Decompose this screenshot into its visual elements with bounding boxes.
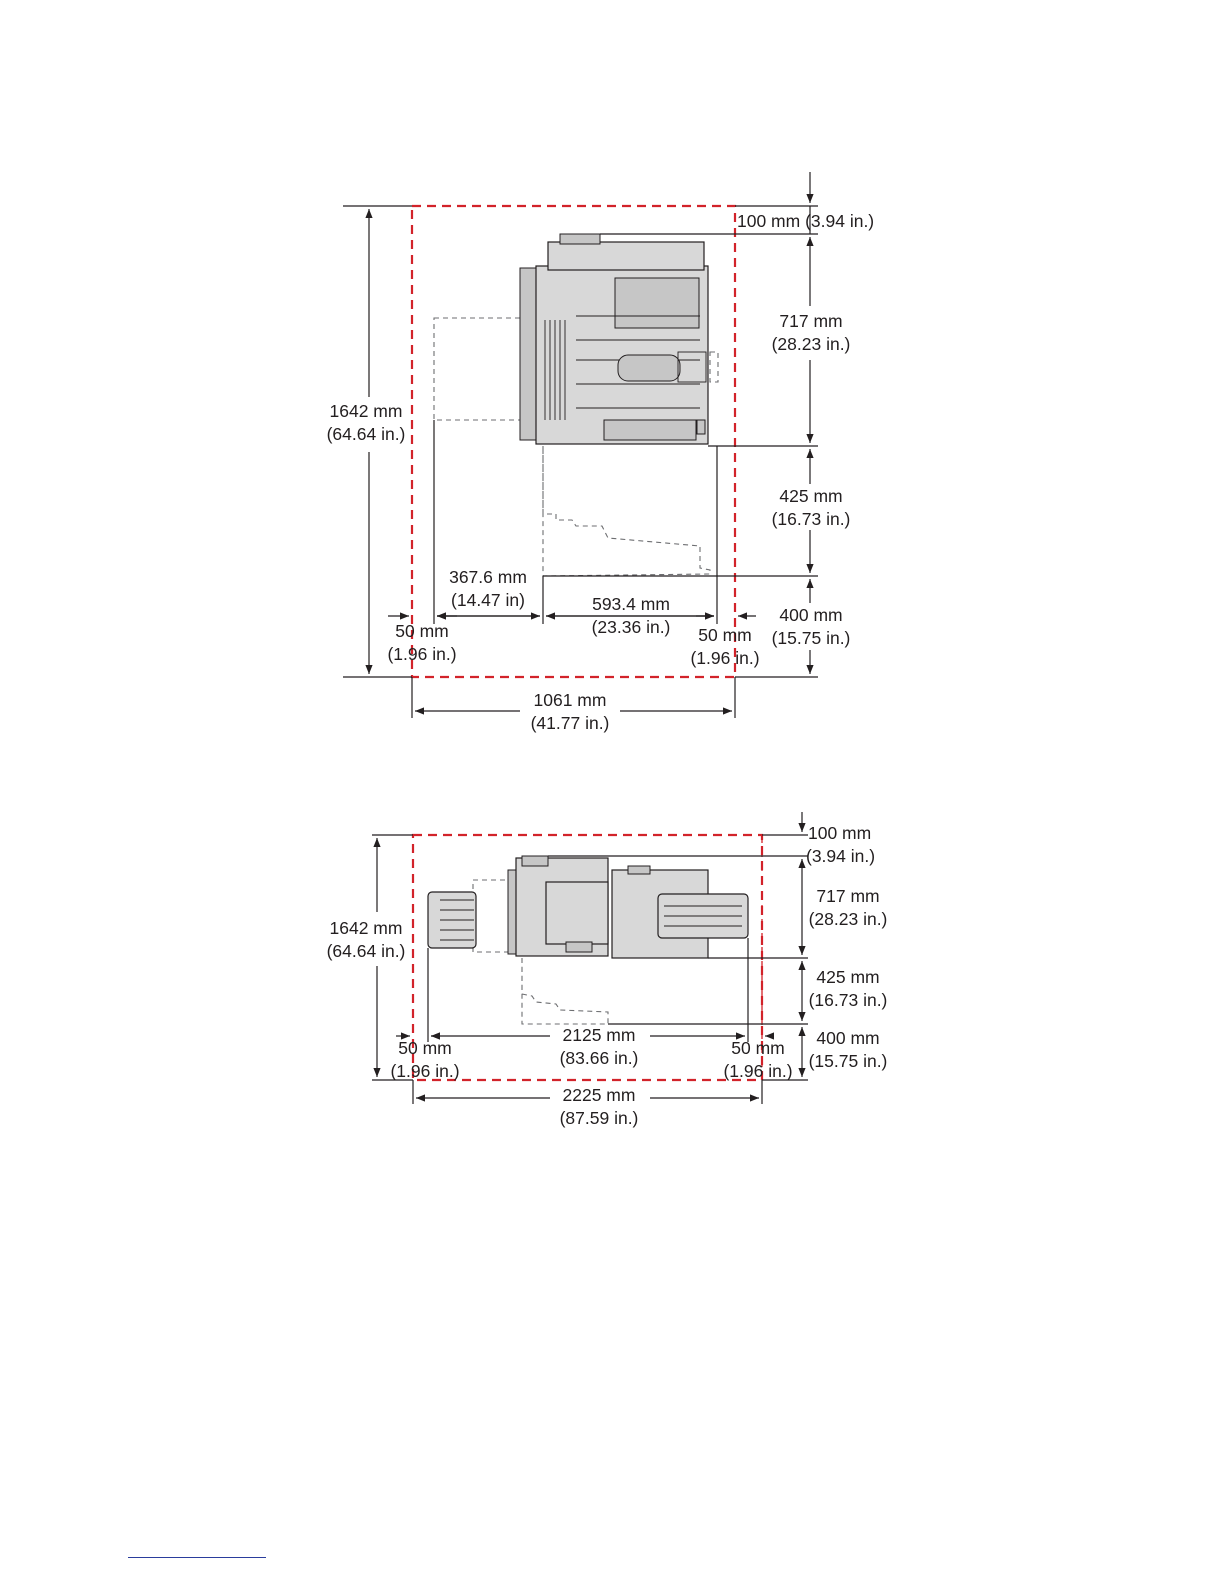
height-total-label-inches: (64.64 in.) (327, 941, 406, 961)
printer-width-label: 593.4 mm (592, 594, 670, 614)
front-clearance-label: 400 mm (816, 1028, 879, 1048)
printer-width-label-inches: (23.36 in.) (592, 617, 671, 637)
front-clearance-label-inches: (15.75 in.) (772, 628, 851, 648)
tray-extension-outline (521, 958, 609, 1025)
printer-illustration-top (427, 855, 749, 1025)
right-clearance-label: 50 mm (698, 625, 751, 645)
printer-display-panel (614, 277, 700, 329)
printer-tray-front (603, 419, 697, 441)
height-total-dimension: 1642 mm (64.64 in.) (327, 205, 412, 678)
tray-extension-outline (542, 446, 711, 577)
printer-width-label: 2125 mm (563, 1025, 636, 1045)
total-width-label-inches: (87.59 in.) (560, 1108, 639, 1128)
total-width-label: 1061 mm (534, 690, 607, 710)
right-clearance-label: 50 mm (731, 1038, 784, 1058)
clearance-outline (410, 204, 737, 679)
left-clearance-label-inches: (1.96 in.) (390, 1061, 459, 1081)
left-clearance-label-inches: (1.96 in.) (387, 644, 456, 664)
right-depth-dimensions: 100 mm (3.94 in.) 717 mm (28.23 in.) 425… (543, 172, 874, 678)
height-total-label-inches: (64.64 in.) (327, 424, 406, 444)
right-clearance-label-inches: (1.96 in.) (690, 648, 759, 668)
printer-front-door (545, 881, 609, 945)
height-total-label: 1642 mm (330, 918, 403, 938)
printer-depth-label: 717 mm (816, 886, 879, 906)
footer-rule (128, 1557, 266, 1558)
printer-width-label-inches: (83.66 in.) (560, 1048, 639, 1068)
top-clearance-label: 100 mm (3.94 in.) (737, 211, 874, 231)
front-clearance-label: 400 mm (779, 605, 842, 625)
total-width-label-inches: (41.77 in.) (531, 713, 610, 733)
left-clearance-label: 50 mm (398, 1038, 451, 1058)
tray-depth-label-inches: (16.73 in.) (809, 990, 888, 1010)
printer-top-section (547, 241, 705, 271)
total-width-label: 2225 mm (563, 1085, 636, 1105)
right-depth-dimensions: 100 mm (3.94 in.) 717 mm (28.23 in.) 425… (548, 812, 888, 1081)
tray-depth-label: 425 mm (816, 967, 879, 987)
printer-paper-roll (617, 354, 681, 382)
tray-depth-label: 425 mm (779, 486, 842, 506)
side-door-extension-outline (433, 317, 523, 421)
bottom-width-dimensions: 50 mm (1.96 in.) 2125 mm (83.66 in.) 50 … (390, 938, 793, 1128)
height-total-label: 1642 mm (330, 401, 403, 421)
printer-side-panel (519, 267, 537, 441)
printer-depth-label-inches: (28.23 in.) (772, 334, 851, 354)
left-clearance-label: 50 mm (395, 621, 448, 641)
front-clearance-label-inches: (15.75 in.) (809, 1051, 888, 1071)
printer-depth-label: 717 mm (779, 311, 842, 331)
left-extension-label: 367.6 mm (449, 567, 527, 587)
top-clearance-label: 100 mm (808, 823, 871, 843)
printer-top-handle (559, 233, 601, 245)
height-total-dimension: 1642 mm (64.64 in.) (327, 834, 413, 1081)
top-clearance-label-inches: (3.94 in.) (806, 846, 875, 866)
printer-depth-label-inches: (28.23 in.) (809, 909, 888, 929)
bottom-width-dimensions: 50 mm (1.96 in.) 367.6 mm (14.47 in) 593… (387, 420, 760, 733)
diagram-2-printer-with-finisher: 1642 mm (64.64 in.) 100 mm (3.94 in.) 71… (327, 812, 888, 1128)
left-extension-label-inches: (14.47 in) (451, 590, 525, 610)
right-clearance-label-inches: (1.96 in.) (723, 1061, 792, 1081)
tray-depth-label-inches: (16.73 in.) (772, 509, 851, 529)
printer-illustration-side (433, 233, 719, 577)
diagram-1-printer-with-tray: 1642 mm (64.64 in.) 100 mm (3.94 in.) 71… (327, 172, 874, 733)
side-door-extension-outline (472, 879, 510, 953)
